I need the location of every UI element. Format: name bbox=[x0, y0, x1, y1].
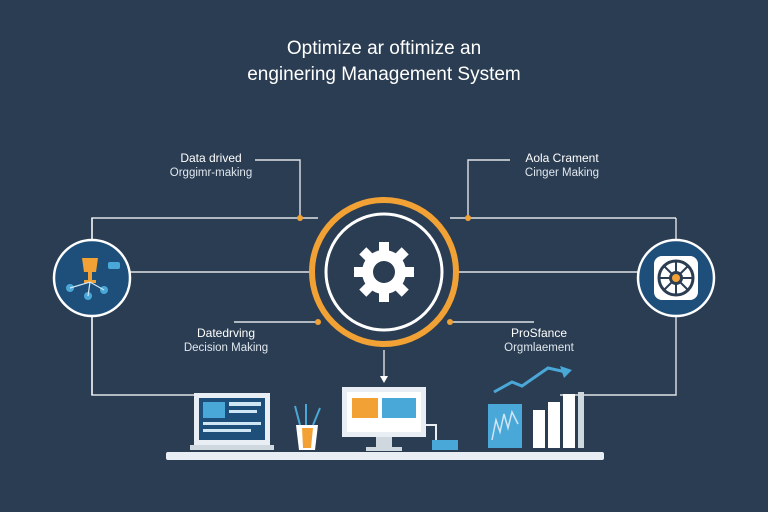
left-node bbox=[52, 238, 132, 318]
diagram-title-line-1: Optimize ar oftimize an bbox=[286, 38, 482, 59]
accent-dots bbox=[297, 215, 471, 325]
label-bottom-left-line-1: Datedrving bbox=[196, 326, 256, 340]
pencil-cup-icon bbox=[294, 404, 321, 450]
growth-chart-icon bbox=[488, 366, 584, 448]
right-node bbox=[636, 238, 716, 318]
line-left-bottom bbox=[91, 316, 210, 396]
label-bottom-right: ProSfance Orgmlaement bbox=[464, 326, 614, 356]
label-top-left-line-1: Data drived bbox=[180, 151, 242, 165]
label-top-right-line-1: Aola Crament bbox=[525, 151, 599, 165]
central-gear-node bbox=[309, 197, 459, 347]
label-top-left: Data drived Orggimr-making bbox=[136, 151, 286, 181]
label-bottom-right-line-2: Orgmlaement bbox=[504, 342, 574, 354]
label-bottom-right-line-1: ProSfance bbox=[510, 326, 568, 340]
dial-icon bbox=[654, 256, 698, 300]
trophy-network-icon bbox=[66, 258, 120, 300]
line-top-left-label bbox=[255, 159, 301, 218]
monitor-icon bbox=[342, 387, 458, 451]
label-top-right: Aola Crament Cinger Making bbox=[487, 151, 637, 181]
line-top-right-label bbox=[467, 159, 510, 218]
bottom-shelf bbox=[166, 452, 604, 460]
arrow-down-icon bbox=[380, 376, 388, 383]
line-left-top bbox=[91, 217, 318, 395]
label-bottom-left-line-2: Decision Making bbox=[183, 342, 269, 354]
line-right-bottom bbox=[560, 316, 677, 396]
laptop-dashboard-icon bbox=[190, 393, 274, 450]
label-bottom-left: Datedrving Decision Making bbox=[151, 326, 301, 356]
diagram-title-line-2: enginering Management System bbox=[247, 64, 521, 85]
label-top-left-line-2: Orggimr-making bbox=[169, 167, 253, 179]
gear-icon bbox=[354, 242, 414, 302]
connector-lines bbox=[91, 159, 677, 396]
label-top-right-line-2: Cinger Making bbox=[524, 167, 600, 179]
